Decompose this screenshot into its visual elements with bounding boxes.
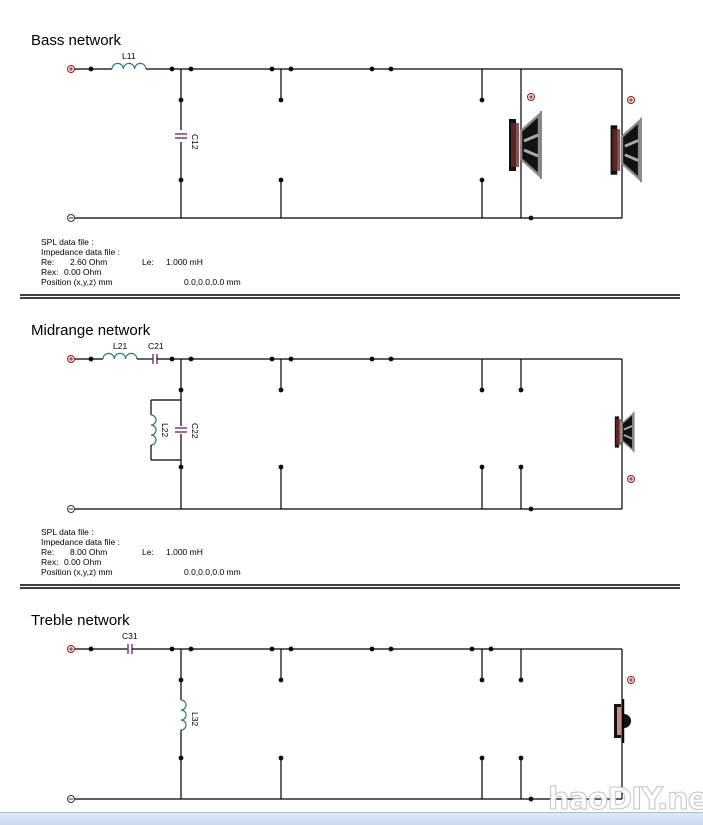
junction-dot bbox=[278, 97, 284, 103]
inductor-icon bbox=[102, 352, 138, 360]
rex-label: Rex: bbox=[41, 557, 58, 567]
speaker-cone bbox=[623, 425, 633, 431]
position-label: Position (x,y,z) mm bbox=[41, 567, 113, 577]
inductor-icon bbox=[180, 699, 187, 731]
label-c31: C31 bbox=[122, 631, 138, 641]
inductor-icon bbox=[111, 62, 147, 70]
le-label: Le: bbox=[142, 257, 154, 267]
re-value: 8.00 Ohm bbox=[70, 547, 107, 557]
re-label: Re: bbox=[41, 257, 54, 267]
wires bbox=[20, 62, 680, 803]
junction-dot bbox=[178, 677, 184, 683]
junction-dot bbox=[178, 177, 184, 183]
junction-dot bbox=[479, 97, 485, 103]
midrange-driver-info: SPL data file : Impedance data file : Re… bbox=[41, 527, 241, 577]
junction-dot bbox=[528, 215, 534, 221]
speaker-magnet bbox=[616, 418, 621, 446]
tweeter-dome-icon bbox=[624, 714, 631, 728]
label-l22: L22 bbox=[160, 423, 170, 437]
rex-value: 0.00 Ohm bbox=[64, 267, 101, 277]
junction-dot bbox=[278, 387, 284, 393]
junction-dot bbox=[178, 755, 184, 761]
speaker-cone bbox=[623, 434, 633, 440]
spl-label: SPL data file : bbox=[41, 237, 94, 247]
junction-dot bbox=[518, 677, 524, 683]
speaker-cone bbox=[624, 153, 639, 162]
label-l32: L32 bbox=[190, 712, 200, 726]
junction-dot bbox=[178, 97, 184, 103]
speaker-magnet bbox=[511, 123, 519, 167]
re-label: Re: bbox=[41, 547, 54, 557]
junction-dot bbox=[479, 677, 485, 683]
label-c12: C12 bbox=[190, 134, 200, 150]
position-value: 0.0,0.0,0.0 mm bbox=[184, 277, 241, 287]
spl-label: SPL data file : bbox=[41, 527, 94, 537]
speaker-cone-icon bbox=[621, 412, 634, 452]
speaker-magnet bbox=[612, 129, 621, 171]
le-value: 1.000 mH bbox=[166, 257, 203, 267]
label-c22: C22 bbox=[190, 423, 200, 439]
speaker-cone-icon bbox=[519, 112, 541, 178]
treble-network-title: Treble network bbox=[31, 612, 130, 629]
midrange-network-title: Midrange network bbox=[31, 322, 151, 339]
label-l11: L11 bbox=[122, 51, 136, 61]
junction-dot bbox=[518, 387, 524, 393]
rex-value: 0.00 Ohm bbox=[64, 557, 101, 567]
impedance-label: Impedance data file : bbox=[41, 247, 120, 257]
junction-dot bbox=[528, 506, 534, 512]
bass-network-title: Bass network bbox=[31, 32, 122, 49]
le-label: Le: bbox=[142, 547, 154, 557]
re-value: 2.60 Ohm bbox=[70, 257, 107, 267]
label-c21: C21 bbox=[148, 341, 164, 351]
junction-dot bbox=[178, 387, 184, 393]
position-label: Position (x,y,z) mm bbox=[41, 277, 113, 287]
speaker-cone bbox=[624, 139, 639, 148]
junction-dot bbox=[479, 387, 485, 393]
position-value: 0.0,0.0,0.0 mm bbox=[184, 567, 241, 577]
label-l21: L21 bbox=[113, 341, 127, 351]
impedance-label: Impedance data file : bbox=[41, 537, 120, 547]
junction-dot bbox=[528, 796, 534, 802]
tweeter-magnet bbox=[617, 707, 621, 735]
le-value: 1.000 mH bbox=[166, 547, 203, 557]
speaker-cone bbox=[523, 148, 539, 158]
inductor-icon bbox=[150, 414, 157, 446]
speaker-cone-icon bbox=[620, 118, 641, 182]
watermark: haoDIY.net bbox=[547, 782, 703, 818]
taskbar bbox=[0, 812, 703, 825]
bass-driver-info: SPL data file : Impedance data file : Re… bbox=[41, 237, 241, 287]
junction-dot bbox=[278, 677, 284, 683]
rex-label: Rex: bbox=[41, 267, 58, 277]
junction-dot bbox=[178, 464, 184, 470]
speaker-cone bbox=[523, 133, 539, 143]
